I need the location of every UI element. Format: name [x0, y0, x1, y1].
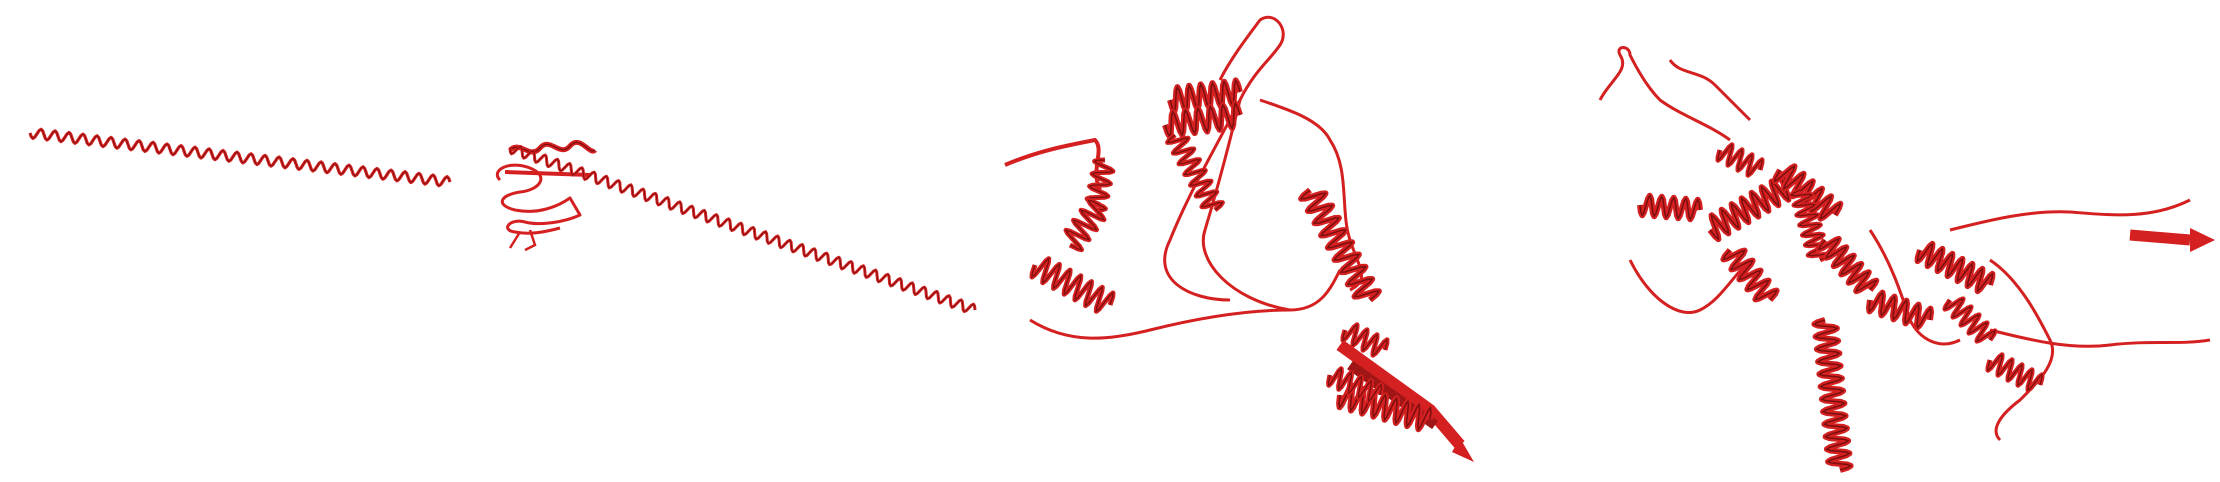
protein-ribbon-2: [496, 139, 977, 313]
helix-ribbon-shade: [1817, 237, 1878, 293]
protein-ribbon-4: [1598, 46, 2215, 473]
alpha-helix: [508, 145, 977, 313]
helix-ribbon-shade: [1164, 101, 1241, 139]
alpha-helix: [28, 127, 452, 188]
helix-ribbon-shade: [1709, 174, 1791, 241]
helix-ribbon-shade: [1169, 78, 1241, 114]
protein-structure-1: [0, 0, 470, 482]
protein-structure-3: [990, 0, 1570, 482]
helix-ribbon-shade: [1717, 143, 1763, 177]
helix-ribbon-shade: [1943, 297, 1997, 343]
helix-ribbon-shade: [29, 128, 451, 187]
helix-ribbon-shade: [1031, 257, 1114, 313]
helix-ribbon-shade: [1987, 353, 2043, 392]
helix-ribbon-shade: [1327, 367, 1383, 403]
helix-ribbon-shade: [1722, 249, 1778, 301]
ribbon-chain: [1598, 46, 2215, 442]
alpha-helix-group: [1637, 142, 2045, 473]
helix-ribbon-shade: [1338, 383, 1432, 432]
helix-ribbon-shade: [1166, 134, 1224, 211]
protein-ribbon-1: [28, 127, 452, 188]
helix-ribbon-shade: [1342, 323, 1388, 357]
helix-ribbon-shade: [1064, 199, 1106, 251]
helix-ribbon-shade: [1639, 194, 1701, 221]
alpha-helix-group: [1029, 77, 1434, 433]
helix-ribbon-shade: [1868, 291, 1932, 329]
helix-ribbon-shade: [1299, 189, 1381, 301]
helix-ribbon-shade: [509, 146, 976, 312]
protein-structure-2: [470, 0, 990, 482]
helix-ribbon-shade: [1812, 319, 1853, 471]
protein-structure-4: [1570, 0, 2220, 482]
helix-ribbon-shade: [1916, 242, 1994, 293]
protein-ribbon-3: [1004, 16, 1474, 462]
